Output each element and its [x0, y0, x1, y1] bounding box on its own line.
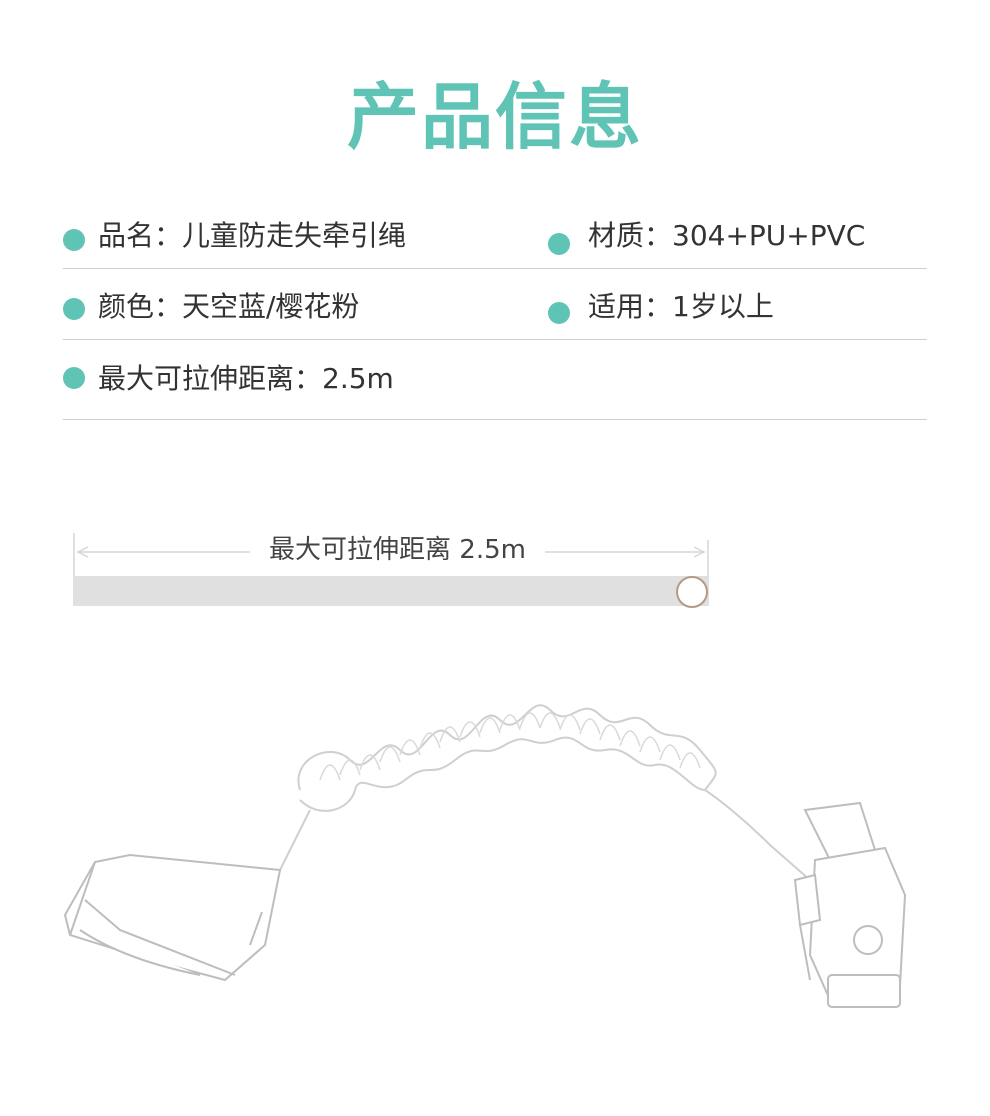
spec-suitable-age: 适用：1岁以上 — [588, 290, 774, 323]
stretch-handle-icon — [676, 576, 708, 608]
divider — [63, 268, 927, 269]
stretch-distance-label: 最大可拉伸距离 2.5m — [250, 530, 545, 570]
divider — [63, 419, 927, 420]
spec-material: 材质：304+PU+PVC — [588, 219, 866, 252]
spec-color: 颜色：天空蓝/樱花粉 — [98, 290, 360, 323]
bullet-dot-icon — [63, 229, 85, 251]
bullet-dot-icon — [548, 302, 570, 324]
spec-max-stretch: 最大可拉伸距离：2.5m — [98, 362, 394, 395]
bullet-dot-icon — [63, 298, 85, 320]
bullet-dot-icon — [548, 233, 570, 255]
divider — [63, 339, 927, 340]
wristband-right-icon — [793, 801, 907, 1008]
page-title: 产品信息 — [346, 75, 643, 159]
coiled-cable-icon — [261, 704, 811, 913]
spec-product-name: 品名：儿童防走失牵引绳 — [98, 219, 407, 252]
stretch-distance-bar — [74, 576, 708, 606]
wristband-left-icon — [63, 853, 282, 982]
bullet-dot-icon — [63, 367, 85, 389]
